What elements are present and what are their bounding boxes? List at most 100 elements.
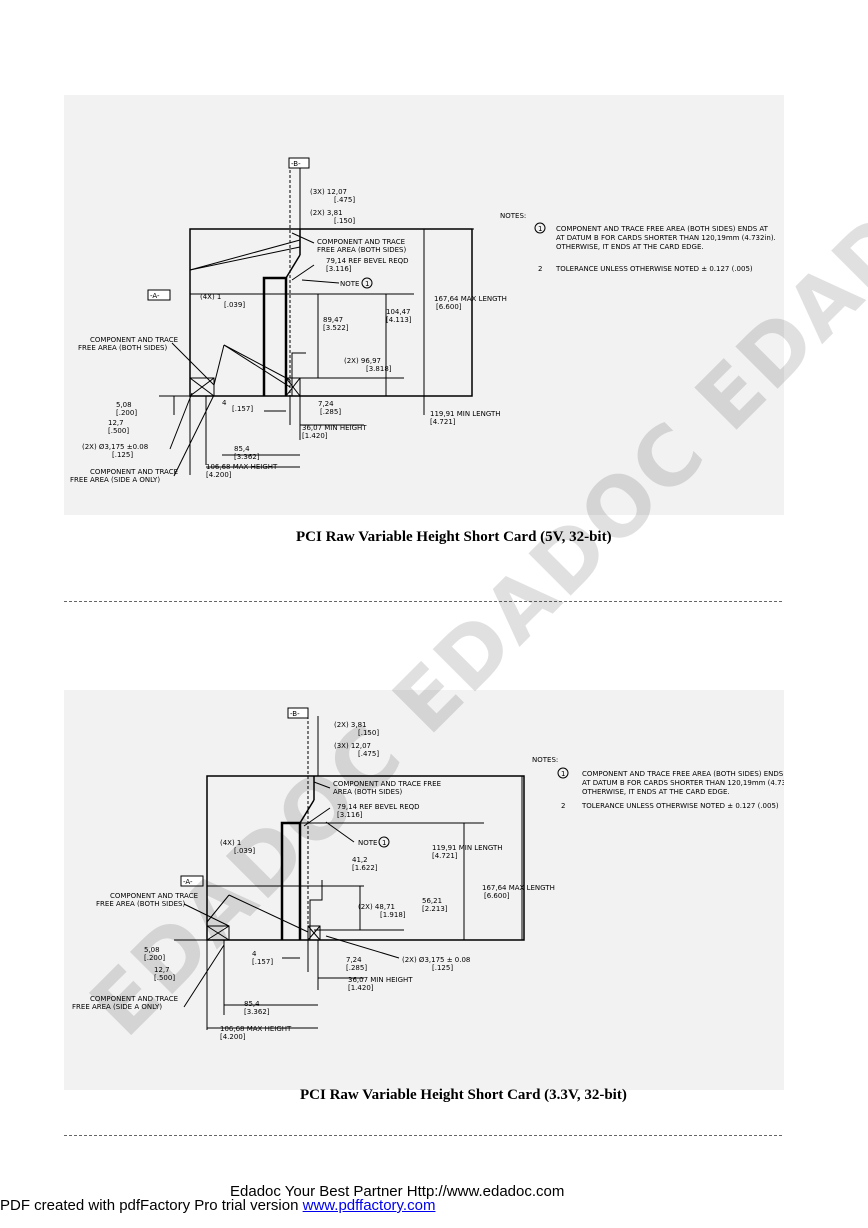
min-height-label: 36,07 MIN HEIGHT [302, 424, 367, 432]
dim-4x-1: (4X) 1 [200, 293, 221, 301]
bevel-label: 79,14 REF BEVEL REQD [337, 803, 420, 811]
min-length-in: [4.721] [430, 418, 456, 426]
note2-text: TOLERANCE UNLESS OTHERWISE NOTED ± 0.127… [555, 265, 753, 273]
caption-5v: PCI Raw Variable Height Short Card (5V, … [296, 529, 612, 545]
dim-854-in: [3.362] [234, 453, 260, 461]
dim-2x-4871-in: [1.918] [380, 911, 406, 919]
ctfa-label-line1: COMPONENT AND TRACE FREE [333, 780, 441, 788]
max-height-label: 106,68 MAX HEIGHT [220, 1025, 292, 1033]
dim-8947: 89,47 [323, 316, 343, 324]
max-length-label: 167,64 MAX LENGTH [434, 295, 507, 303]
dim-854-in: [3.362] [244, 1008, 270, 1016]
dim-724-in: [.285] [320, 408, 341, 416]
ctfa-sidea-line1: COMPONENT AND TRACE [90, 995, 178, 1003]
dim-2x-9697-in: [3.818] [366, 365, 392, 373]
max-height-in: [4.200] [206, 471, 232, 479]
datum-a-label: -A- [183, 878, 193, 886]
dim-412-in: [1.622] [352, 864, 378, 872]
dim-3x-1207-in: [.475] [358, 750, 379, 758]
dim-127-in: [.500] [108, 427, 129, 435]
note2-number: 2 [561, 802, 565, 810]
hole-dim-in: [.125] [432, 964, 453, 972]
dim-724-in: [.285] [346, 964, 367, 972]
min-length-label: 119,91 MIN LENGTH [432, 844, 503, 852]
bracket-outline [262, 276, 288, 396]
ctfa-left-line1: COMPONENT AND TRACE [90, 336, 178, 344]
note-ref-number: 1 [365, 280, 369, 288]
ctfa-left-line2: FREE AREA (BOTH SIDES) [78, 344, 167, 352]
max-length-in: [6.600] [436, 303, 462, 311]
pdf-credit: PDF created with pdfFactory Pro trial ve… [0, 1197, 435, 1214]
max-length-label: 167,64 MAX LENGTH [482, 884, 555, 892]
dim-3x-1207-in: [.475] [334, 196, 355, 204]
note1-line3: OTHERWISE, IT ENDS AT THE CARD EDGE. [556, 243, 704, 251]
dim-2x-9697: (2X) 96,97 [344, 357, 381, 365]
ctfa-label-line1: COMPONENT AND TRACE [317, 238, 405, 246]
dim-508-in: [.200] [144, 954, 165, 962]
drawing-5v-svg: -B- -A- (3X) 12,07 [.475] (2X) 3,81 [.15… [70, 157, 776, 484]
dim-4x-1-in: [.039] [234, 847, 255, 855]
min-length-in: [4.721] [432, 852, 458, 860]
ctfa-label-line2: FREE AREA (BOTH SIDES) [317, 246, 406, 254]
caption-3v3: PCI Raw Variable Height Short Card (3.3V… [300, 1087, 627, 1103]
dim-854: 85,4 [244, 1000, 260, 1008]
note1-number: 1 [538, 225, 542, 233]
dim-8947-in: [3.522] [323, 324, 349, 332]
notes-heading: NOTES: [532, 756, 558, 764]
dim-2x-381: (2X) 3,81 [334, 721, 367, 729]
note1-line2: AT DATUM B FOR CARDS SHORTER THAN 120,19… [582, 779, 784, 787]
note2-text: TOLERANCE UNLESS OTHERWISE NOTED ± 0.127… [581, 802, 779, 810]
dim-4-in: [.157] [252, 958, 273, 966]
pdf-credit-link[interactable]: www.pdffactory.com [302, 1197, 436, 1214]
dim-127: 12,7 [108, 419, 124, 427]
pdf-credit-text: PDF created with pdfFactory Pro trial ve… [0, 1197, 303, 1214]
note-ref-label: NOTE [358, 839, 377, 847]
footer-text: Edadoc Your Best Partner Http://www.edad… [230, 1183, 565, 1200]
dim-4-in: [.157] [232, 405, 253, 413]
max-height-in: [4.200] [220, 1033, 246, 1041]
card-outline [206, 775, 525, 941]
technical-drawing-5v: -B- -A- (3X) 12,07 [.475] (2X) 3,81 [.15… [64, 95, 784, 515]
ctfa-left-line2: FREE AREA (BOTH SIDES) [96, 900, 185, 908]
dim-412: 41,2 [352, 856, 368, 864]
dim-508: 5,08 [116, 401, 132, 409]
dim-2x-4871: (2X) 48,71 [358, 903, 395, 911]
dim-2x-381-in: [.150] [334, 217, 355, 225]
dim-5621-in: [2.213] [422, 905, 448, 913]
dim-3x-1207: (3X) 12,07 [310, 188, 347, 196]
bevel-label: 79,14 REF BEVEL REQD [326, 257, 409, 265]
dim-4x-1-in: [.039] [224, 301, 245, 309]
note1-line2: AT DATUM B FOR CARDS SHORTER THAN 120,19… [556, 234, 776, 242]
card-outline [189, 228, 473, 397]
dim-508: 5,08 [144, 946, 160, 954]
min-height-label: 36,07 MIN HEIGHT [348, 976, 413, 984]
datum-b-label: -B- [290, 710, 300, 718]
bevel-label-in: [3.116] [326, 265, 352, 273]
dim-4x-1: (4X) 1 [220, 839, 241, 847]
dim-724: 7,24 [318, 400, 334, 408]
separator-line [64, 601, 782, 602]
hole-dim: (2X) Ø3,175 ± 0.08 [402, 956, 470, 964]
dim-3x-1207: (3X) 12,07 [334, 742, 371, 750]
ctfa-sidea-line2: FREE AREA (SIDE A ONLY) [72, 1003, 162, 1011]
note2-number: 2 [538, 265, 542, 273]
ctfa-sidea-line2: FREE AREA (SIDE A ONLY) [70, 476, 160, 484]
dim-2x-381-in: [.150] [358, 729, 379, 737]
min-height-in: [1.420] [302, 432, 328, 440]
note1-line1: COMPONENT AND TRACE FREE AREA (BOTH SIDE… [556, 225, 769, 233]
hole-dim: (2X) Ø3,175 ±0.08 [82, 443, 148, 451]
datum-b-label: -B- [291, 160, 301, 168]
note1-line3: OTHERWISE, IT ENDS AT THE CARD EDGE. [582, 788, 730, 796]
dim-4: 4 [222, 399, 227, 407]
max-length-in: [6.600] [484, 892, 510, 900]
separator-line [64, 1135, 782, 1136]
ctfa-left-line1: COMPONENT AND TRACE [110, 892, 198, 900]
hole-dim-in: [.125] [112, 451, 133, 459]
dim-10447-in: [4.113] [386, 316, 412, 324]
min-length-label: 119,91 MIN LENGTH [430, 410, 501, 418]
dim-127: 12,7 [154, 966, 170, 974]
ctfa-sidea-line1: COMPONENT AND TRACE [90, 468, 178, 476]
dim-4: 4 [252, 950, 257, 958]
dim-508-in: [.200] [116, 409, 137, 417]
datum-a-label: -A- [150, 292, 160, 300]
